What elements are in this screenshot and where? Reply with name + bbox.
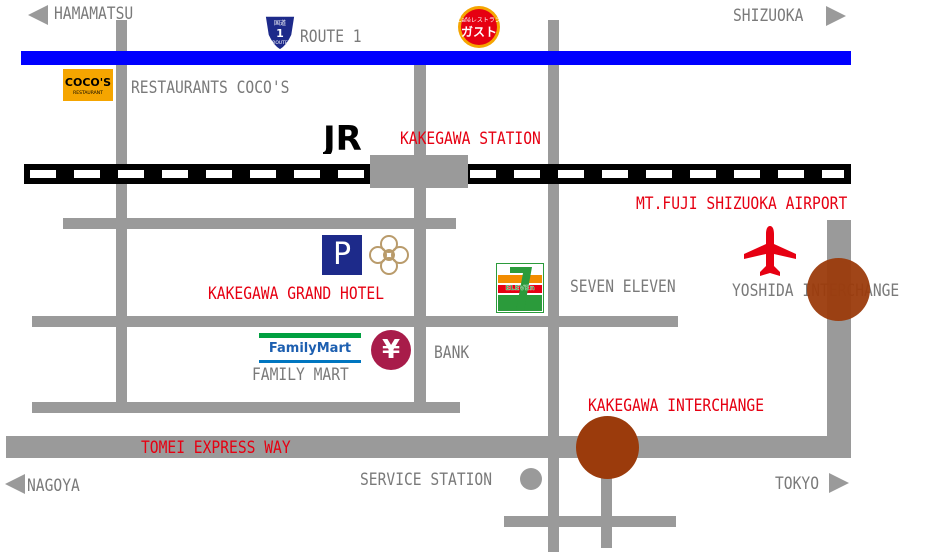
- arrow-left-icon: [5, 474, 25, 494]
- route-badge-number: 1: [276, 27, 284, 40]
- road-south-vertical: [601, 470, 612, 548]
- familymart-logo-icon: FamilyMart: [259, 333, 361, 363]
- road-lower-horizontal: [32, 402, 460, 413]
- label-bank: BANK: [434, 343, 470, 363]
- arrow-right-icon: [826, 6, 846, 26]
- road-center-vertical: [414, 60, 426, 408]
- gusto-small-text: Caféレストラン: [457, 17, 501, 24]
- gusto-logo-icon: Caféレストラン ガスト: [457, 6, 501, 48]
- gusto-big-text: ガスト: [461, 24, 497, 39]
- jr-logo-icon: JR: [323, 120, 362, 154]
- road-west-vertical: [116, 20, 127, 410]
- cocos-small-text: RESTAURANT: [73, 90, 103, 96]
- label-family-mart: FAMILY MART: [252, 365, 349, 385]
- familymart-logo-text: FamilyMart: [268, 341, 352, 356]
- airplane-icon: [744, 226, 796, 276]
- hotel-flower-icon: [369, 235, 409, 275]
- road-south-horizontal: [504, 516, 676, 527]
- parking-icon: P: [322, 235, 362, 275]
- label-kakegawa-station: KAKEGAWA STATION: [400, 129, 541, 149]
- jr-logo-text: JR: [323, 120, 362, 154]
- label-service-station: SERVICE STATION: [360, 470, 493, 490]
- seven-eleven-logo-icon: ELEVEn: [496, 263, 544, 313]
- route-shield-icon: 国道 1 ROUTE: [264, 15, 296, 51]
- road-east-vertical: [548, 20, 559, 552]
- route1-road: [21, 51, 851, 65]
- yoshida-interchange-marker: [807, 258, 870, 321]
- road-airport-vertical: [827, 220, 851, 458]
- route-badge-bottom: ROUTE: [272, 40, 288, 46]
- road-middle-horizontal: [32, 316, 678, 327]
- service-station-marker: [520, 468, 542, 490]
- label-cocos: RESTAURANTS COCO'S: [131, 78, 290, 98]
- label-nagoya: NAGOYA: [27, 476, 80, 496]
- road-upper-horizontal: [63, 218, 456, 229]
- arrow-right-icon: [829, 473, 849, 493]
- label-kakegawa-interchange: KAKEGAWA INTERCHANGE: [588, 396, 765, 416]
- label-airport: MT.FUJI SHIZUOKA AIRPORT: [636, 194, 848, 214]
- route-badge-top: 国道: [274, 19, 286, 27]
- cocos-logo-icon: COCO'S RESTAURANT: [63, 69, 113, 101]
- label-hamamatsu: HAMAMATSU: [54, 4, 134, 24]
- tomei-expressway: [6, 436, 851, 458]
- label-route1: ROUTE 1: [300, 27, 362, 47]
- seven-eleven-text: ELEVEn: [505, 284, 534, 292]
- station-platform: [370, 155, 468, 188]
- label-shizuoka: SHIZUOKA: [733, 6, 804, 26]
- label-grand-hotel: KAKEGAWA GRAND HOTEL: [208, 284, 385, 304]
- label-seven-eleven: SEVEN ELEVEN: [570, 277, 676, 297]
- arrow-left-icon: [28, 5, 48, 25]
- label-tokyo: TOKYO: [775, 474, 820, 494]
- yen-bank-icon: ¥: [371, 330, 411, 370]
- cocos-big-text: COCO'S: [65, 76, 111, 89]
- kakegawa-interchange-marker: [576, 416, 639, 479]
- label-tomei-expressway: TOMEI EXPRESS WAY: [141, 438, 291, 458]
